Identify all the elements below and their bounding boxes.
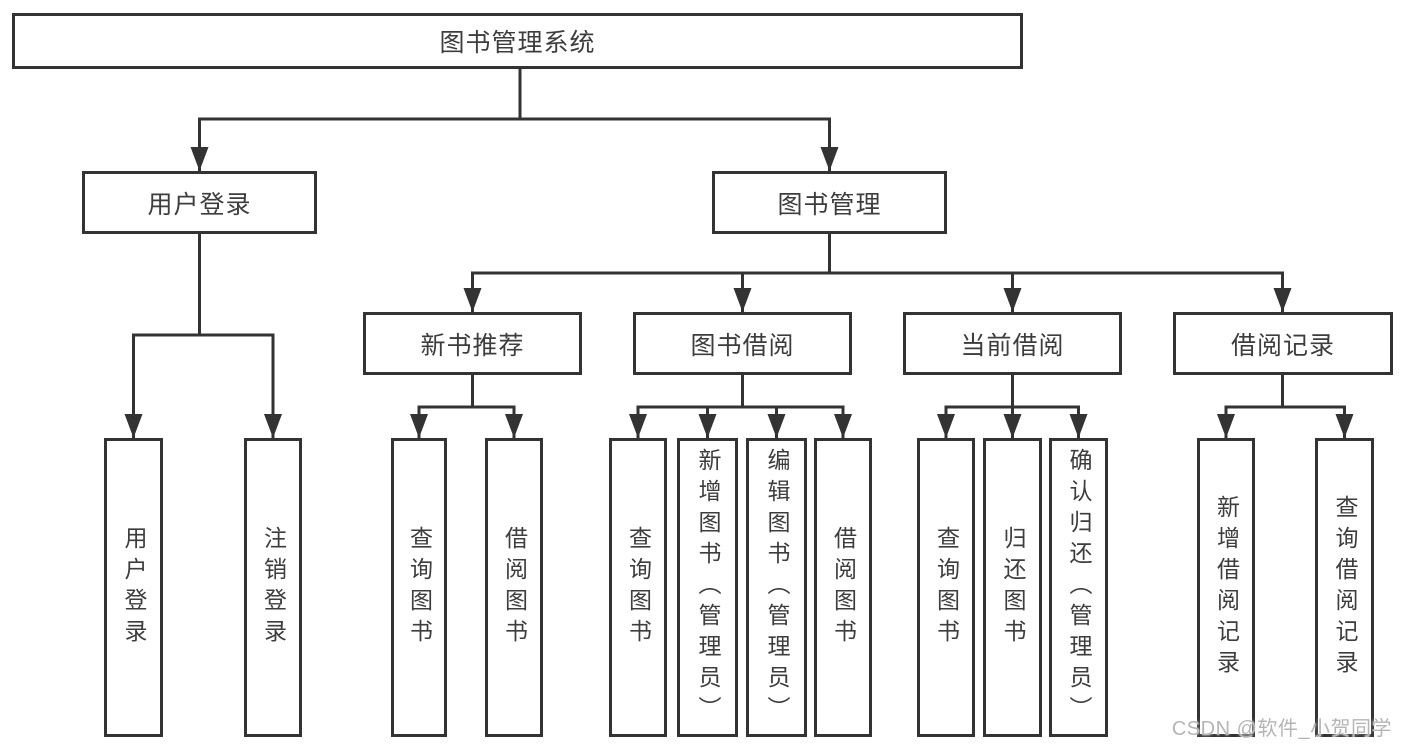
edge-records-bar — [1224, 375, 1346, 409]
leaf-query-borrow-record: 查询借阅记录 — [1315, 438, 1374, 737]
edge-newbooks-bar — [417, 375, 516, 409]
edge-userlogin-bar — [132, 234, 275, 337]
node-new-book-recommend: 新书推荐 — [363, 312, 582, 375]
leaf-query-books-current: 查询图书 — [917, 438, 975, 737]
edge-currentborrow-bar — [944, 375, 1080, 409]
leaf-query-books-newbooks: 查询图书 — [391, 438, 447, 737]
node-current-borrowing: 当前借阅 — [903, 312, 1122, 375]
leaf-add-books-admin: 新增图书（管理员） — [677, 438, 738, 737]
node-root-system: 图书管理系统 — [12, 13, 1023, 69]
node-book-management: 图书管理 — [712, 171, 947, 234]
leaf-confirm-return-admin: 确认归还（管理员） — [1049, 438, 1108, 737]
node-book-borrowing: 图书借阅 — [633, 312, 852, 375]
edge-root-bar — [198, 69, 831, 121]
leaf-query-books-borrowing: 查询图书 — [609, 438, 667, 737]
leaf-borrow-books-newbooks: 借阅图书 — [485, 438, 543, 737]
leaf-user-login: 用户登录 — [104, 438, 163, 737]
leaf-return-books: 归还图书 — [983, 438, 1042, 737]
leaf-borrow-books-borrowing: 借阅图书 — [814, 438, 872, 737]
edge-bookmgmt-bar — [471, 234, 1284, 275]
leaf-add-borrow-record: 新增借阅记录 — [1197, 438, 1255, 737]
node-borrowing-records: 借阅记录 — [1173, 312, 1393, 375]
node-user-login: 用户登录 — [82, 171, 317, 234]
leaf-edit-books-admin: 编辑图书（管理员） — [746, 438, 807, 737]
leaf-logout: 注销登录 — [244, 438, 302, 737]
edge-bookborrow-bar — [636, 375, 845, 409]
watermark-text: CSDN @软件_小贺同学 — [1171, 718, 1392, 740]
